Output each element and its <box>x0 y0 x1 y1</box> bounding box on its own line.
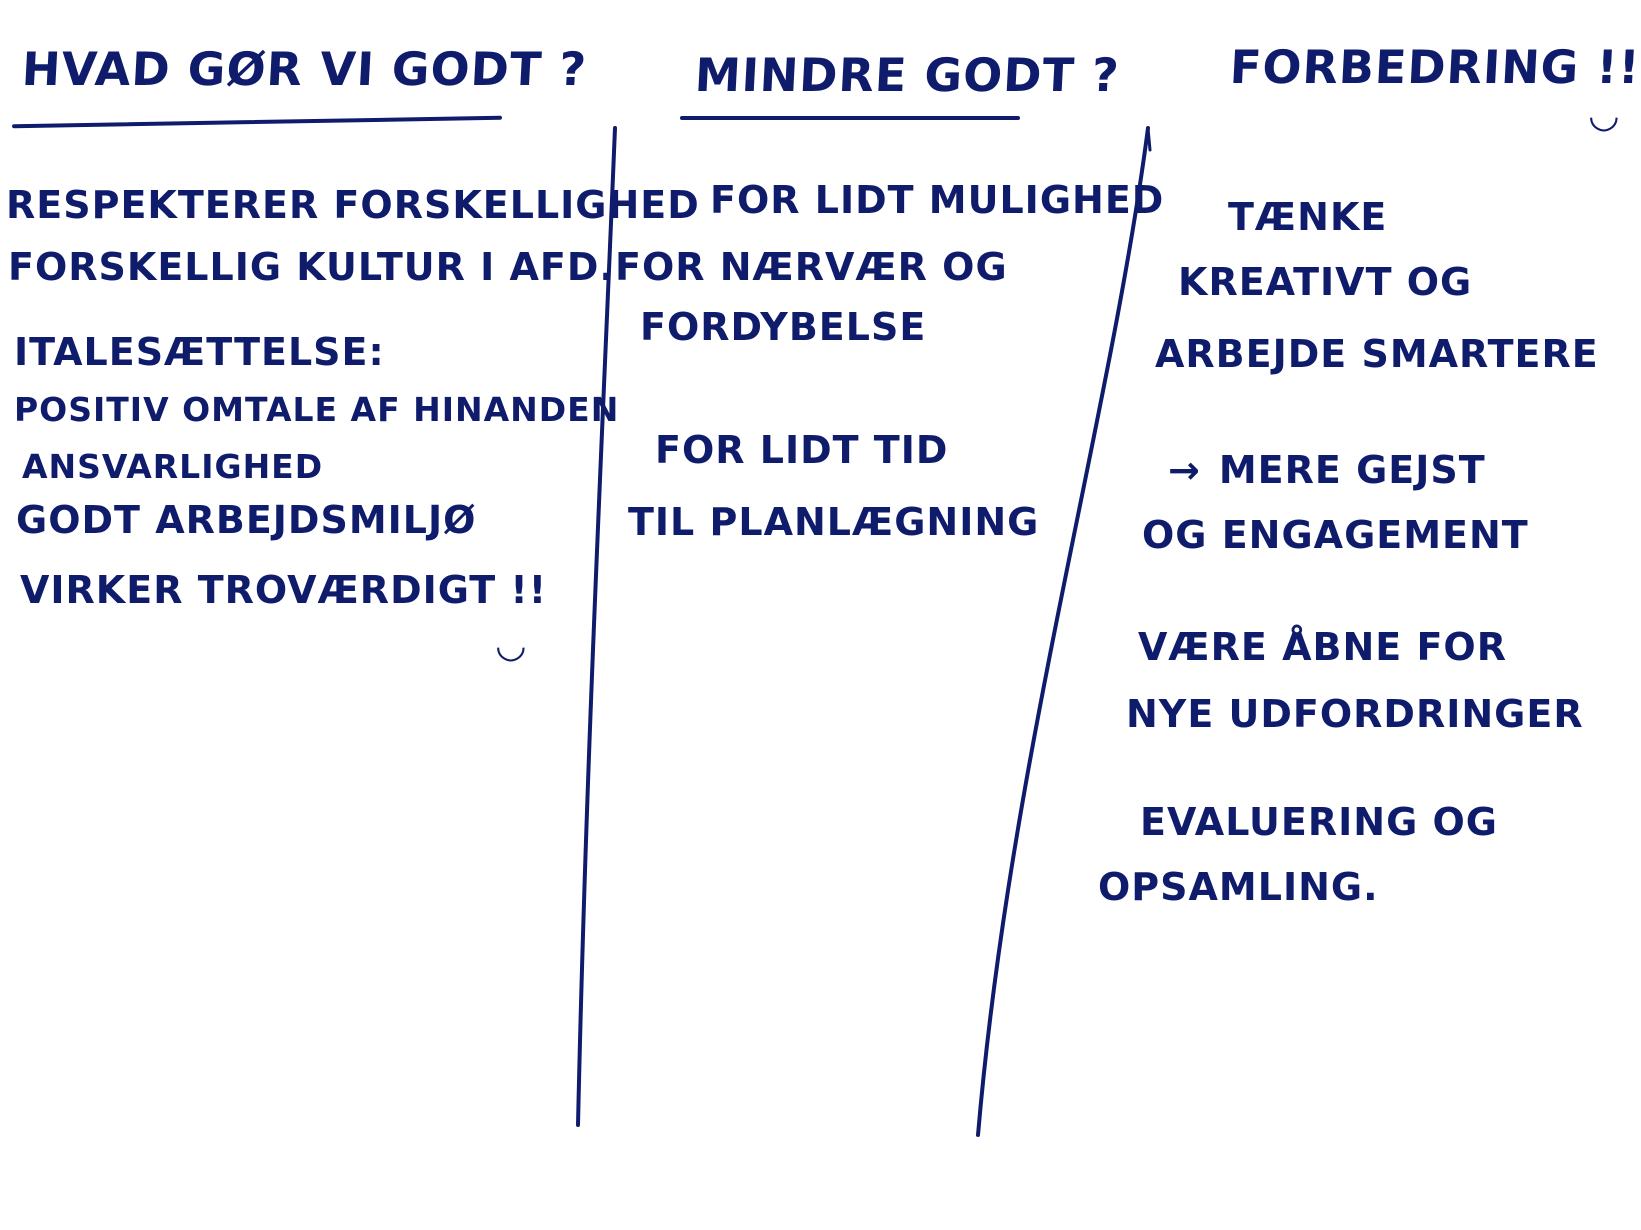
note-line: VIRKER TROVÆRDIGT !! <box>20 568 548 612</box>
note-line: ANSVARLIGHED <box>22 447 324 486</box>
note-line: FOR NÆRVÆR OG <box>615 245 1008 289</box>
divider-right-tick <box>1146 126 1152 152</box>
note-line: EVALUERING OG <box>1140 800 1498 844</box>
smiley-icon: ◡ <box>1590 95 1618 136</box>
note-line: RESPEKTERER FORSKELLIGHED <box>6 183 700 227</box>
note-line: FORSKELLIG KULTUR I AFD. <box>8 245 615 289</box>
note-line: OPSAMLING. <box>1098 865 1379 909</box>
heading-underline <box>680 116 1020 120</box>
note-line: GODT ARBEJDSMILJØ <box>16 498 477 542</box>
heading-underline <box>12 115 502 129</box>
note-line: FOR LIDT TID <box>655 428 949 472</box>
note-line: TÆNKE <box>1228 195 1388 239</box>
note-line: ITALESÆTTELSE: <box>14 330 385 374</box>
note-line: FORDYBELSE <box>640 305 927 349</box>
note-line: FOR LIDT MULIGHED <box>710 178 1165 222</box>
note-line: → MERE GEJST <box>1168 448 1486 492</box>
smiley-icon: ◡ <box>497 625 525 666</box>
heading-improvement: FORBEDRING !! <box>1228 40 1641 94</box>
arrow-right-icon: → <box>1168 448 1201 492</box>
note-line: ARBEJDE SMARTERE <box>1155 332 1599 376</box>
heading-what-we-do-well: HVAD GØR VI GODT ? <box>20 42 589 96</box>
note-line: NYE UDFORDRINGER <box>1126 692 1584 736</box>
note-line-text: MERE GEJST <box>1218 448 1486 492</box>
note-line: POSITIV OMTALE AF HINANDEN <box>14 390 620 429</box>
note-line: VÆRE ÅBNE FOR <box>1138 625 1507 669</box>
heading-less-good: MINDRE GODT ? <box>693 48 1121 102</box>
note-line: OG ENGAGEMENT <box>1142 513 1529 557</box>
note-line: TIL PLANLÆGNING <box>628 500 1040 544</box>
note-line: KREATIVT OG <box>1178 260 1473 304</box>
